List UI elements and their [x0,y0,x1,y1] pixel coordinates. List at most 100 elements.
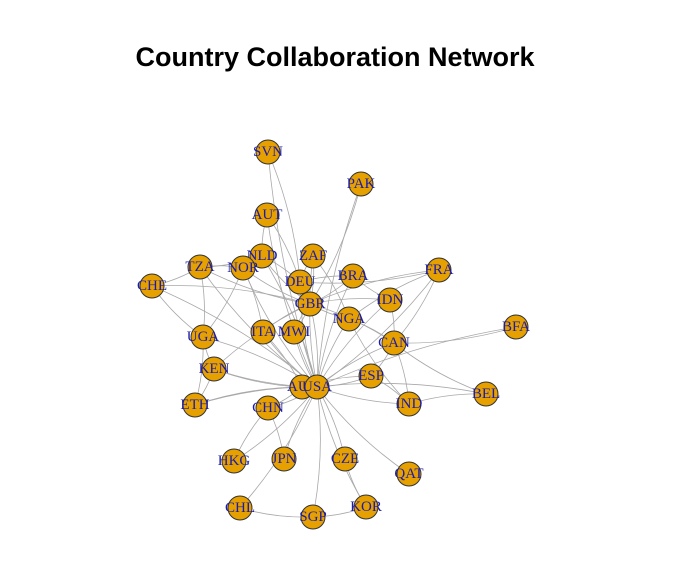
node-hkg: HKG [218,448,251,474]
node-circle [381,330,407,356]
node-tza: TZA [185,254,215,280]
node-circle [358,363,384,389]
edge-bfa-can [393,326,517,344]
node-qat: QAT [394,461,424,487]
node-circle [190,324,216,350]
node-label: IDN [377,292,404,308]
node-fra: FRA [424,257,454,283]
node-label: NGA [333,311,366,327]
edge-usa-qat [316,386,410,475]
node-ita: ITA [250,319,276,345]
node-circle [227,495,253,521]
node-circle [201,356,227,382]
node-can: CAN [378,330,410,356]
node-label: HKG [218,453,251,469]
node-bel: BEL [472,381,500,407]
node-circle [281,319,307,345]
node-aut: AUT [252,202,283,228]
node-label: ITA [251,324,275,340]
node-bfa: BFA [502,314,530,340]
chart-title: Country Collaboration Network [135,42,535,72]
node-esp: ESP [358,363,384,389]
node-ind: IND [396,391,423,417]
node-label: UGA [187,329,220,345]
node-jpn: JPN [271,446,297,472]
node-circle [340,263,366,289]
node-label: TZA [185,259,214,275]
node-svn: SVN [253,139,283,165]
node-zaf: ZAF [299,243,327,269]
node-uga: UGA [187,324,220,350]
node-circle [297,291,323,317]
node-label: DEU [285,274,316,290]
node-label: CAN [378,335,410,351]
node-pak: PAK [347,171,375,197]
edge-bfa-usa [316,326,517,388]
node-label: AUT [252,207,283,223]
node-label: JPN [271,451,296,467]
node-label: CHN [252,400,284,416]
node-circle [271,446,297,472]
edge-svn-deu [267,151,301,283]
node-circle [221,448,247,474]
node-circle [336,306,362,332]
edge-svn-usa [267,151,318,388]
node-chn: CHN [252,395,284,421]
node-che: CHE [137,273,167,299]
node-label: BRA [338,268,369,284]
node-label: BFA [502,319,530,335]
node-circle [182,392,208,418]
edge-pak-gbr [309,183,362,305]
node-circle [348,171,374,197]
node-circle [332,446,358,472]
edge-usa-bel [316,382,487,395]
node-circle [503,314,529,340]
node-idn: IDN [377,287,404,313]
node-bra: BRA [338,263,369,289]
node-deu: DEU [285,269,316,295]
edge-aut-usa [266,214,318,388]
edge-fra-gbr [309,269,440,305]
node-circle [230,255,256,281]
node-gbr: GBR [295,291,326,317]
node-label: MWI [278,324,311,340]
node-circle [300,243,326,269]
node-label: CZE [331,451,359,467]
node-nld: NLD [247,243,278,269]
node-eth: ETH [180,392,210,418]
node-label: ESP [358,368,384,384]
node-circle [250,319,276,345]
node-circle [473,381,499,407]
node-circle [249,243,275,269]
node-circle [396,461,422,487]
node-label: QAT [394,466,423,482]
node-circle [255,139,281,165]
edge-zaf-usa [309,255,318,388]
node-label: ETH [180,397,209,413]
node-nor: NOR [227,255,259,281]
node-circle [287,269,313,295]
node-circle [426,257,452,283]
node-circle [377,287,403,313]
node-circle [304,374,330,400]
node-label: NOR [227,260,259,276]
edge-deu-fra [299,269,440,284]
node-kor: KOR [350,494,382,520]
node-ken: KEN [199,356,230,382]
node-usa: USA [302,374,332,400]
node-sgp: SGP [299,504,327,530]
node-label: SGP [299,509,327,525]
node-label: BEL [472,386,500,402]
node-label: KEN [199,361,230,377]
node-label: KOR [350,499,382,515]
node-label: NLD [247,248,278,264]
node-label: FRA [424,262,453,278]
node-mwi: MWI [278,319,311,345]
node-label: GBR [295,296,326,312]
node-label: CHL [225,500,255,516]
node-nga: NGA [333,306,366,332]
node-circle [396,391,422,417]
node-label: IND [396,396,423,412]
edge-nld-usa [261,255,318,388]
